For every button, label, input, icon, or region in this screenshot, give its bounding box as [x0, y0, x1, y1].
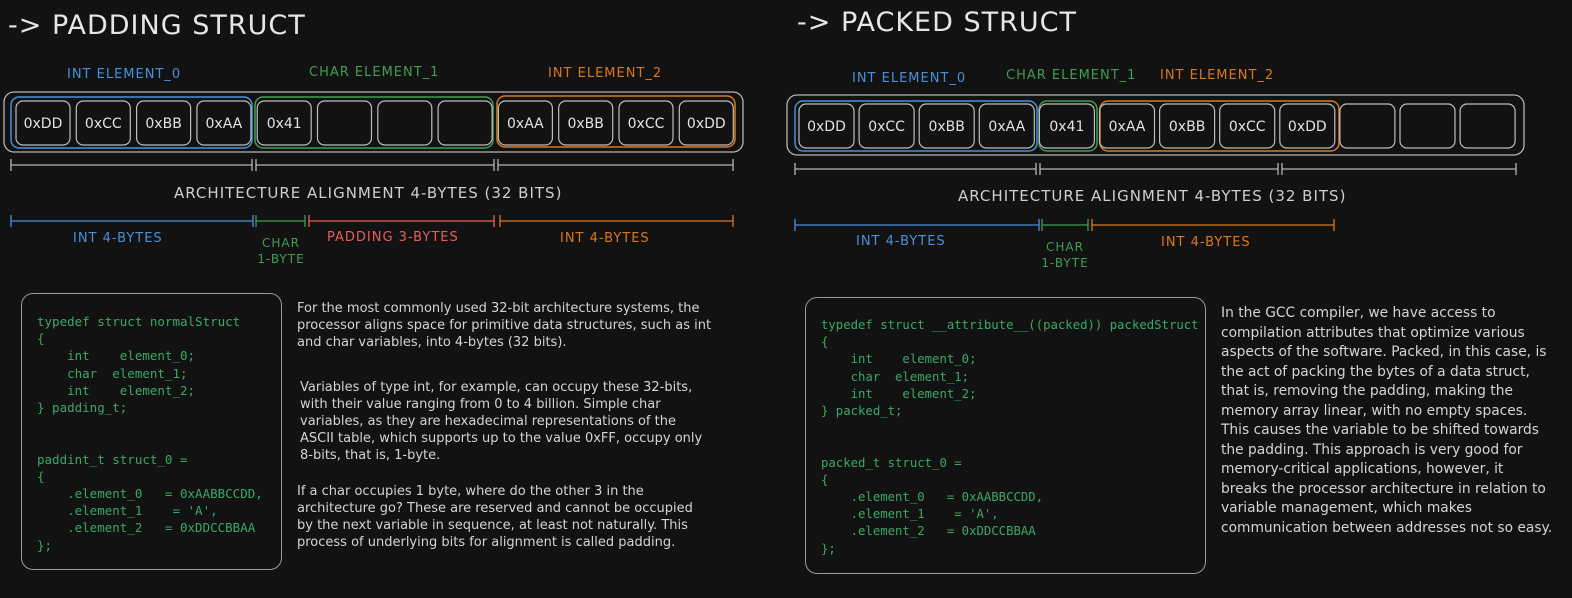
right-byte-value-4: 0x41 — [1049, 119, 1084, 135]
left-label-int-element-2: INT ELEMENT_2 — [548, 66, 663, 81]
right-size-char-top: CHAR — [1046, 240, 1084, 254]
left-paragraph-2: Variables of type int, for example, can … — [300, 380, 703, 463]
left-label-char-element-1: CHAR ELEMENT_1 — [309, 65, 440, 80]
left-byte-cell-9 — [558, 100, 614, 146]
right-byte-cell-2 — [918, 103, 975, 149]
left-size-ruler — [10, 215, 734, 227]
left-byte-cell-1 — [75, 100, 131, 146]
right-code-box — [805, 297, 1206, 574]
left-size-int-a: INT 4-BYTES — [73, 231, 163, 246]
left-byte-cell-7 — [437, 100, 493, 146]
left-size-char-top: CHAR — [262, 236, 300, 250]
right-alignment-label: ARCHITECTURE ALIGNMENT 4-BYTES (32 BITS) — [958, 187, 1347, 205]
right-memory-array — [786, 94, 1525, 156]
left-byte-value-0: 0xDD — [24, 116, 63, 132]
left-size-int-b: INT 4-BYTES — [560, 231, 650, 246]
right-byte-value-6: 0xBB — [1169, 119, 1205, 135]
left-byte-cell-8 — [497, 100, 553, 146]
right-byte-value-5: 0xAA — [1109, 119, 1146, 135]
right-byte-value-8: 0xDD — [1288, 119, 1327, 135]
right-byte-cell-9 — [1339, 103, 1396, 149]
left-label-int-element-0: INT ELEMENT_0 — [67, 67, 182, 82]
right-byte-cell-0 — [798, 103, 855, 149]
right-byte-cell-11 — [1459, 103, 1516, 149]
right-title: -> PACKED STRUCT — [797, 7, 1077, 38]
left-size-padding: PADDING 3-BYTES — [327, 230, 459, 245]
right-byte-cell-8 — [1279, 103, 1336, 149]
left-group-char-element-1 — [254, 96, 494, 149]
left-byte-cell-0 — [15, 100, 71, 146]
left-alignment-label: ARCHITECTURE ALIGNMENT 4-BYTES (32 BITS) — [174, 184, 563, 202]
left-byte-cell-11 — [678, 100, 734, 146]
left-size-char-bottom: 1-BYTE — [257, 252, 305, 266]
left-byte-cell-5 — [316, 100, 373, 146]
right-byte-value-3: 0xAA — [988, 119, 1025, 135]
right-size-int-b: INT 4-BYTES — [1161, 235, 1251, 250]
left-byte-cell-3 — [196, 100, 252, 146]
right-label-int-element-0: INT ELEMENT_0 — [852, 71, 967, 86]
right-byte-cell-10 — [1399, 103, 1456, 149]
right-byte-cell-7 — [1219, 103, 1276, 149]
left-alignment-ruler — [10, 159, 734, 171]
right-byte-value-1: 0xCC — [868, 119, 905, 135]
left-byte-value-2: 0xBB — [145, 116, 181, 132]
left-memory-array — [3, 91, 744, 153]
right-byte-value-0: 0xDD — [807, 119, 846, 135]
left-byte-value-3: 0xAA — [206, 116, 243, 132]
right-byte-value-7: 0xCC — [1229, 119, 1266, 135]
right-alignment-ruler — [794, 163, 1517, 175]
right-label-char-element-1: CHAR ELEMENT_1 — [1006, 68, 1137, 83]
left-paragraph-1: For the most commonly used 32-bit archit… — [297, 301, 712, 350]
left-group-int-element-0 — [10, 96, 253, 149]
left-code: typedef struct normalStruct { int elemen… — [37, 314, 263, 553]
right-size-char-bottom: 1-BYTE — [1041, 256, 1089, 270]
right-code: typedef struct __attribute__((packed)) p… — [821, 318, 1199, 556]
right-size-ruler — [794, 219, 1335, 231]
left-byte-value-10: 0xCC — [628, 116, 665, 132]
left-byte-value-11: 0xDD — [687, 116, 726, 132]
left-byte-cell-6 — [377, 100, 433, 146]
right-byte-value-2: 0xBB — [928, 119, 964, 135]
left-byte-value-9: 0xBB — [567, 116, 603, 132]
left-byte-cell-2 — [136, 100, 192, 146]
right-label-int-element-2: INT ELEMENT_2 — [1160, 68, 1275, 83]
right-paragraph: In the GCC compiler, we have access to c… — [1221, 305, 1553, 536]
left-byte-cell-4 — [256, 100, 312, 146]
left-byte-value-4: 0x41 — [267, 116, 302, 132]
right-group-int-element-0 — [794, 100, 1038, 152]
left-title: -> PADDING STRUCT — [8, 10, 306, 41]
left-group-int-element-2 — [496, 95, 736, 148]
right-byte-cell-6 — [1158, 103, 1216, 149]
left-byte-value-8: 0xAA — [507, 116, 544, 132]
right-byte-cell-1 — [858, 103, 915, 149]
right-byte-cell-4 — [1038, 103, 1096, 149]
right-byte-cell-3 — [978, 103, 1035, 149]
left-byte-value-1: 0xCC — [85, 116, 122, 132]
left-paragraph-3: If a char occupies 1 byte, where do the … — [297, 484, 693, 550]
left-code-box — [21, 293, 282, 570]
right-size-int-a: INT 4-BYTES — [856, 234, 946, 249]
right-byte-cell-5 — [1098, 103, 1156, 149]
left-byte-cell-10 — [618, 100, 674, 146]
